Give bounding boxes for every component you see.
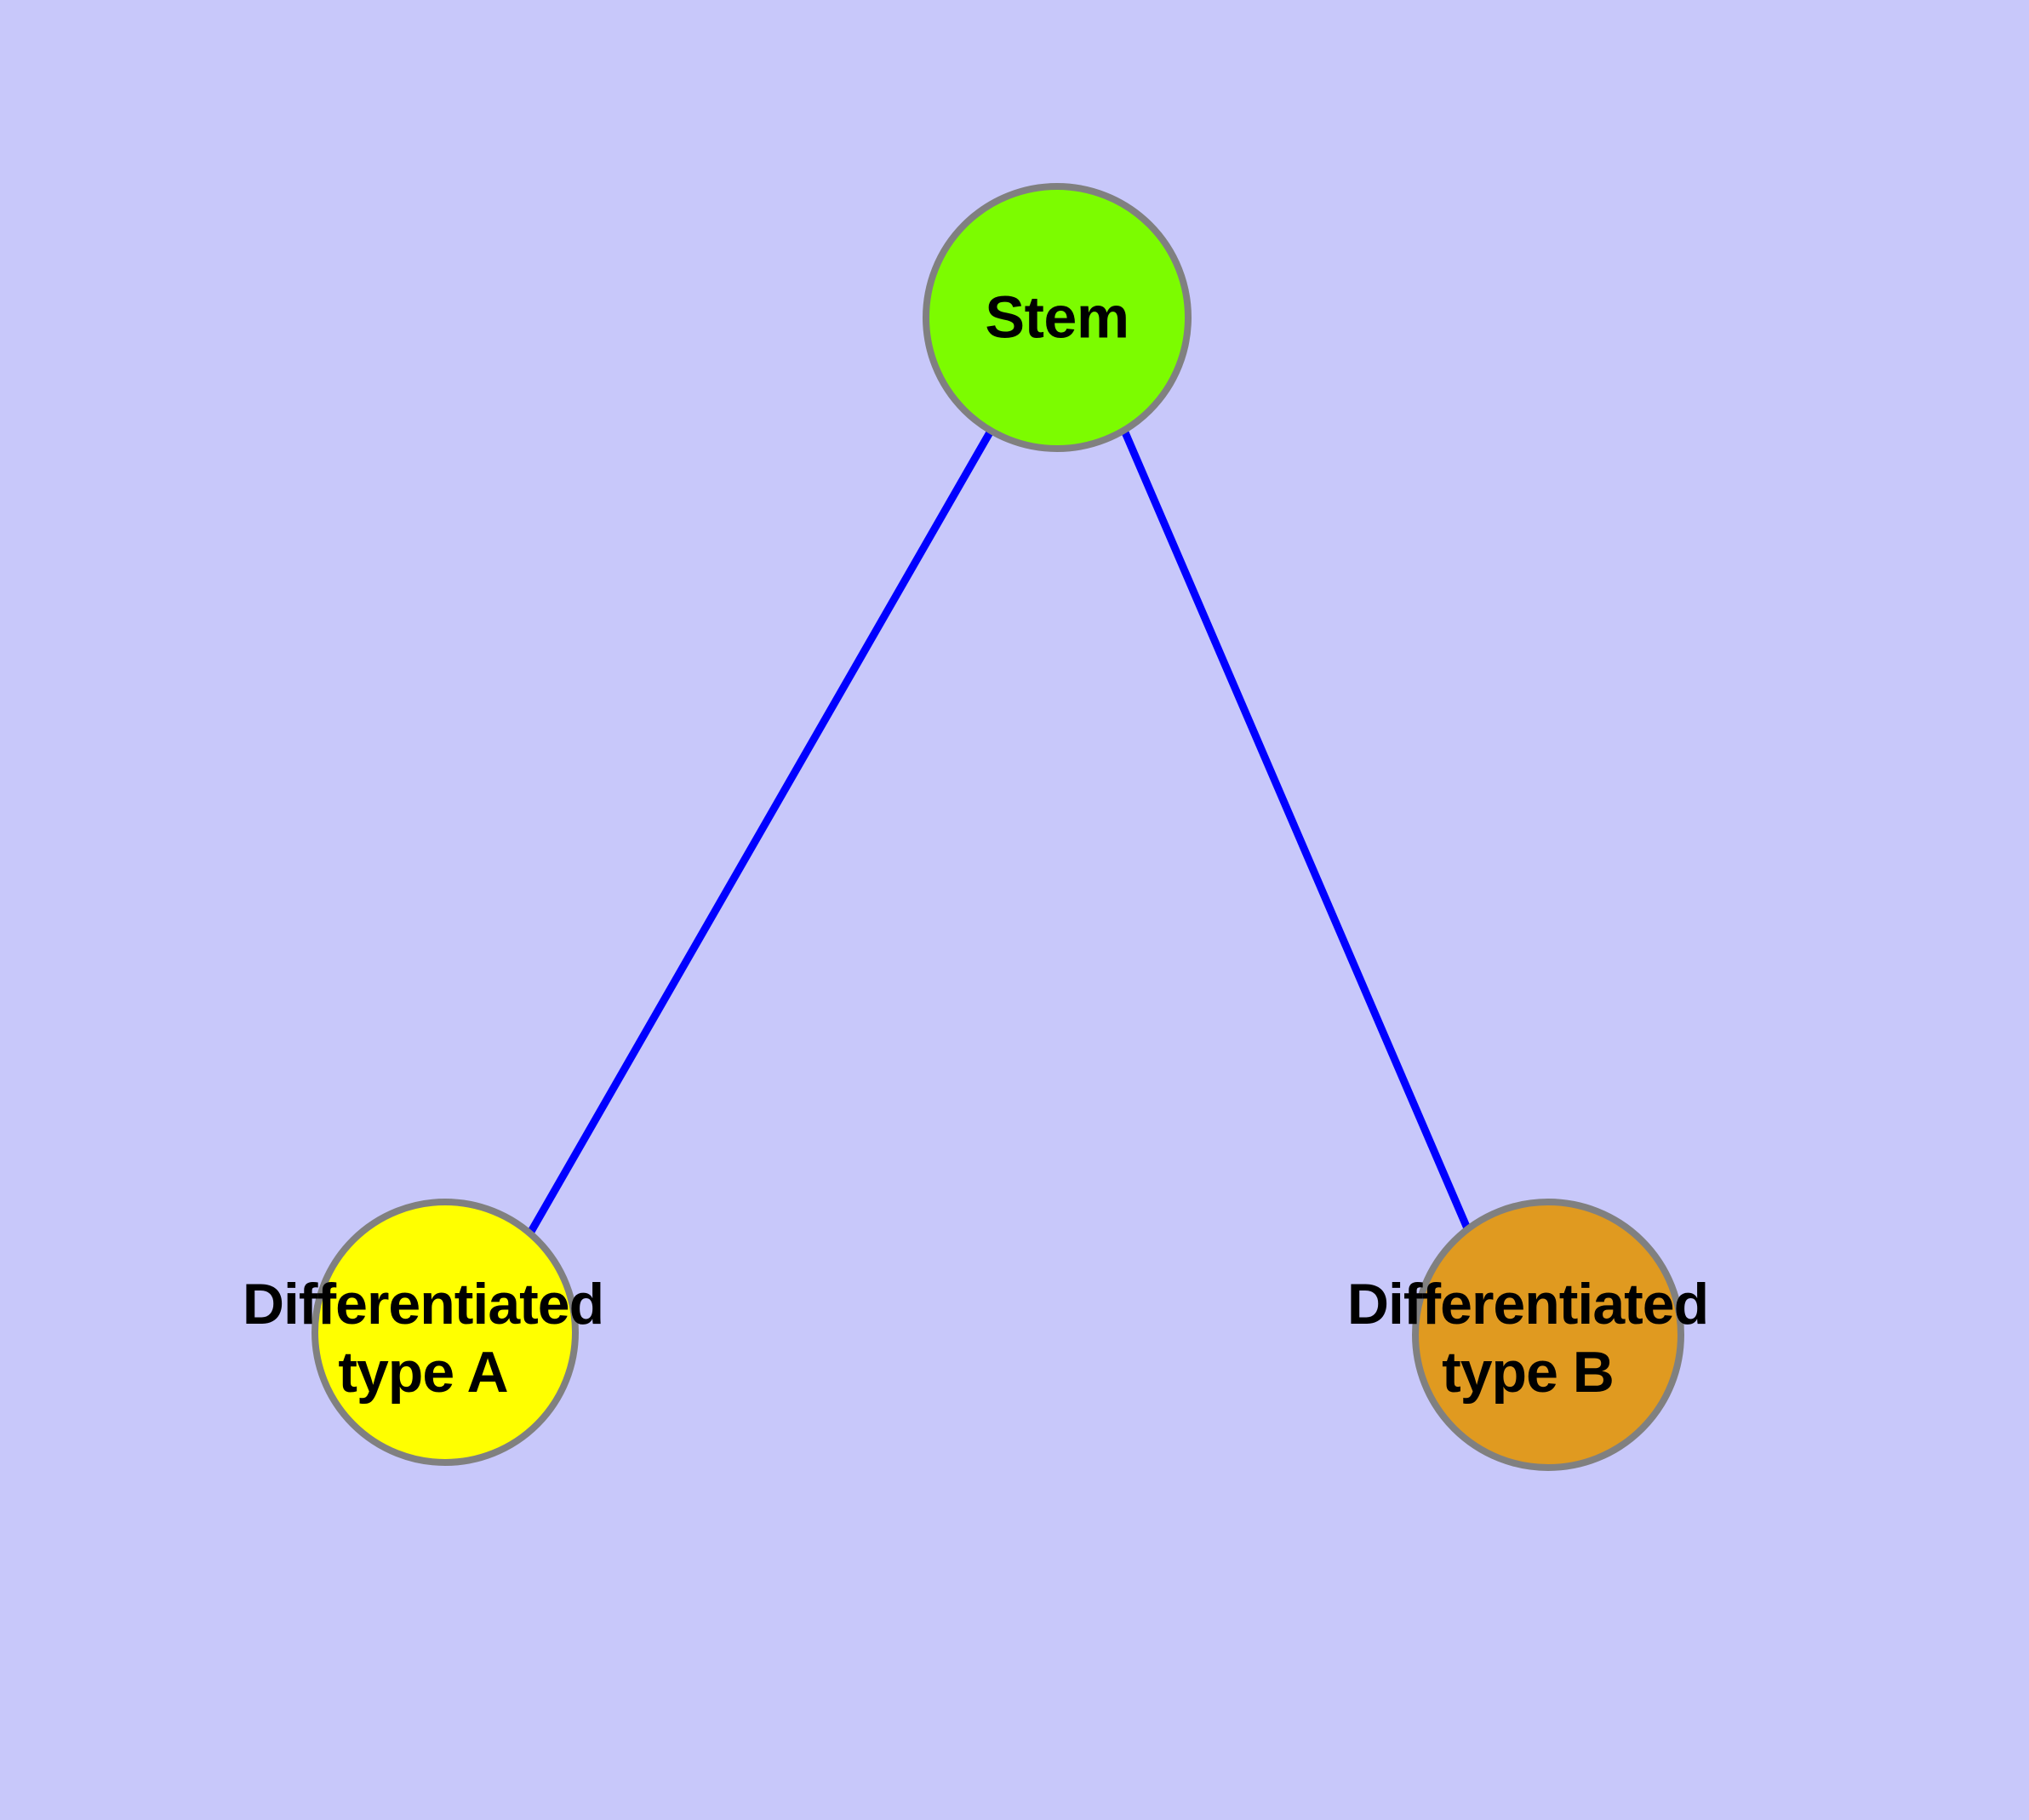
node-circle-diff-b[interactable] xyxy=(1412,1199,1684,1471)
edge-stem-to-diff-b[interactable] xyxy=(1121,431,1474,1236)
nodes-group xyxy=(311,183,1684,1471)
edges-group xyxy=(525,430,1474,1239)
edge-stem-to-diff-a[interactable] xyxy=(525,430,993,1239)
node-circle-stem[interactable] xyxy=(923,183,1192,452)
node-circle-diff-a[interactable] xyxy=(311,1199,579,1466)
